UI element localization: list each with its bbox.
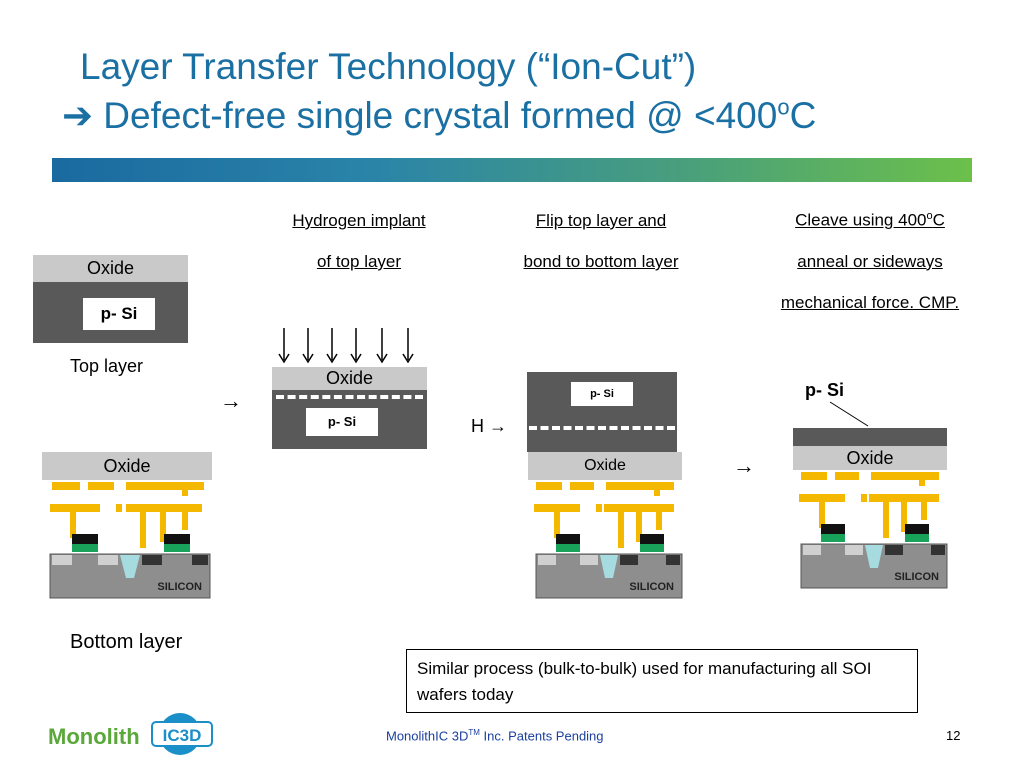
company-logo: Monolith IC3D (48, 712, 218, 756)
silicon-label: SILICON (629, 581, 674, 593)
result-p-si-label: p- Si (805, 380, 844, 400)
hydrogen-cleave-plane (276, 395, 423, 399)
implanted-wafer: Oxide p- Si (272, 367, 427, 449)
svg-text:IC3D: IC3D (163, 726, 202, 745)
bottom-layer-circuit: SILICON (49, 482, 211, 599)
right-arrow-icon: ➔ (62, 95, 94, 136)
implant-arrows-icon (278, 328, 414, 364)
silicon-label: SILICON (894, 571, 939, 583)
page-number: 12 (946, 728, 961, 743)
top-layer-label: Top layer (70, 356, 144, 376)
pointer-line (829, 401, 869, 427)
silicon-layer: p- Si (33, 282, 188, 343)
process-arrow-icon: → (733, 453, 755, 478)
slide-title: Layer Transfer Technology (“Ion-Cut”) (80, 46, 697, 87)
implant-caption: Hydrogen implant of top layer (292, 211, 426, 271)
flip-caption: Flip top layer and bond to bottom layer (523, 211, 679, 271)
transferred-p-si-layer (793, 428, 947, 446)
cleave-caption: Cleave using 400oC anneal or sideways me… (780, 210, 960, 312)
p-si-label: p- Si (306, 408, 378, 436)
p-si-label: p- Si (571, 382, 633, 406)
silicon-layer: p- Si (272, 390, 427, 449)
bonded-circuit: SILICON (534, 482, 683, 599)
result-oxide-layer: Oxide (793, 446, 947, 470)
logo-graphic: Monolith IC3D (48, 713, 213, 755)
p-si-label: p- Si (83, 298, 155, 330)
result-circuit: SILICON (799, 472, 948, 589)
title-gradient-bar (52, 158, 972, 182)
footer-text: MonolithIC 3DTM Inc. Patents Pending (386, 728, 604, 744)
hydrogen-label: H → (471, 416, 508, 436)
oxide-layer: Oxide (272, 367, 427, 390)
subtitle-text: Defect-free single crystal formed @ <400 (103, 95, 778, 136)
flipped-top-layer: p- Si (527, 372, 677, 452)
bottom-oxide-layer: Oxide (42, 452, 212, 480)
svg-text:Monolith: Monolith (48, 724, 140, 749)
hydrogen-cleave-plane (529, 426, 675, 430)
right-arrow-icon: → (484, 416, 508, 436)
top-layer-wafer: Oxide p- Si (33, 255, 188, 343)
oxide-layer: Oxide (33, 255, 188, 282)
bottom-layer-label: Bottom layer (70, 631, 183, 653)
slide-subtitle: ➔ Defect-free single crystal formed @ <4… (62, 94, 817, 136)
silicon-label: SILICON (157, 581, 202, 593)
process-arrow-icon: → (220, 388, 242, 413)
bonded-oxide-layer: Oxide (528, 452, 682, 480)
note-box: Similar process (bulk-to-bulk) used for … (406, 649, 918, 713)
